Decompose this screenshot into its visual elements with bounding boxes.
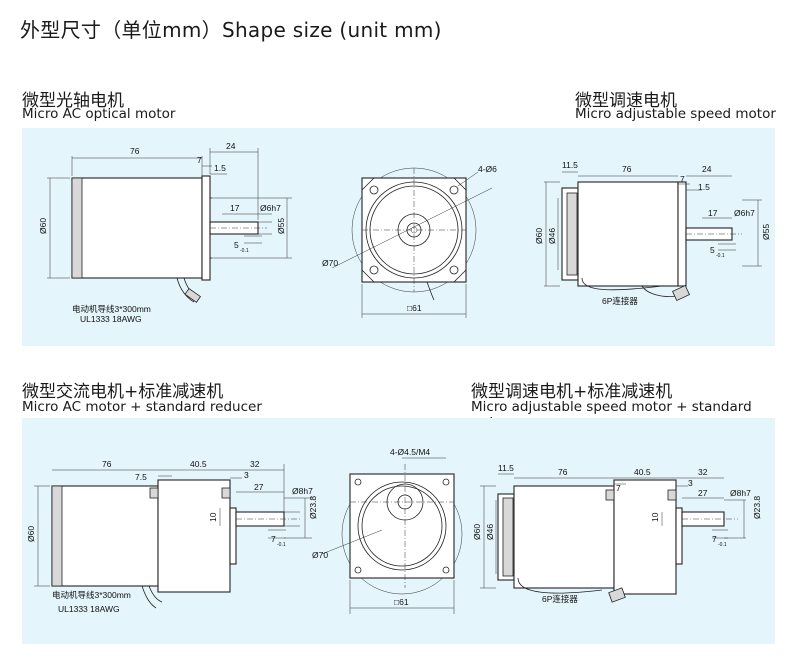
adjr-dim-7: 7	[616, 483, 621, 493]
acr-dim-32: 32	[250, 459, 260, 469]
adjustable-motor-title-cn: 微型调速电机	[575, 91, 677, 111]
top-drawing-panel: 76 24 7 1.5 17 Ø6h7 Ø60 Ø55 5 -0.1 电动机导线…	[22, 128, 775, 346]
dim-76: 76	[130, 146, 140, 156]
adjr-dim-7b: 7	[712, 534, 717, 544]
acr-dim-d23-8: Ø23.8	[308, 496, 318, 519]
optical-motor-title-en: Micro AC optical motor	[22, 106, 176, 122]
adj-dim-d46: Ø46	[547, 228, 557, 244]
cable-spec-1: 电动机导线3*300mm	[72, 304, 151, 314]
page-title: 外型尺寸（单位mm）Shape size (unit mm)	[20, 18, 442, 42]
adjr-dim-76: 76	[558, 467, 568, 477]
adj-dim-11-5: 11.5	[562, 160, 578, 170]
adj-reducer-side-view: 11.5 76 7 40.5 32 3 27 Ø8h7 Ø23.8 Ø60 Ø4…	[472, 463, 762, 604]
adjr-dim-27: 27	[698, 488, 708, 498]
adjr-dim-d46: Ø46	[485, 524, 495, 540]
adjr-connector: 6P连接器	[542, 594, 578, 604]
adjr-dim-d60: Ø60	[472, 524, 482, 540]
adjr-dim-tol: -0.1	[718, 542, 727, 548]
ac-reducer-side-view: 76 7.5 40.5 32 3 27 Ø8h7 Ø23.8 Ø60 10 7 …	[26, 459, 318, 614]
optical-motor-title-cn: 微型光轴电机	[22, 91, 124, 111]
ac-reducer-title-en: Micro AC motor + standard reducer	[22, 399, 262, 415]
adj-dim-7: 7	[680, 174, 685, 184]
adj-dim-76: 76	[622, 164, 632, 174]
flange-front-view-1: 4-Ø6 Ø70 □61	[322, 164, 497, 318]
adjr-dim-d23-8: Ø23.8	[752, 496, 762, 519]
dim-d60: Ø60	[38, 218, 48, 234]
flange2-holes: 4-Ø4.5/M4	[390, 447, 430, 457]
dim-17: 17	[230, 203, 240, 213]
acr-dim-d8h7: Ø8h7	[292, 486, 313, 496]
adj-dim-24: 24	[702, 164, 712, 174]
flange2-sq61: □61	[394, 597, 409, 607]
flange1-sq61: □61	[407, 303, 422, 313]
flange1-d70: Ø70	[322, 258, 338, 268]
flange1-holes: 4-Ø6	[478, 164, 497, 174]
adj-dim-d60: Ø60	[534, 228, 544, 244]
acr-dim-d60: Ø60	[26, 526, 36, 542]
acr-dim-7: 7	[271, 534, 276, 544]
dim-7: 7	[197, 155, 202, 165]
optical-motor-side-view: 76 24 7 1.5 17 Ø6h7 Ø60 Ø55 5 -0.1 电动机导线…	[38, 141, 292, 324]
adj-dim-shaft: Ø6h7	[734, 208, 755, 218]
dim-tol: -0.1	[240, 248, 249, 254]
adjustable-motor-title-en: Micro adjustable speed motor	[575, 106, 776, 122]
adj-dim-d55: Ø55	[761, 224, 771, 240]
ac-reducer-title-cn: 微型交流电机+标准减速机	[22, 382, 224, 402]
acr-dim-7-5: 7.5	[135, 472, 147, 482]
adj-dim-1-5: 1.5	[698, 182, 710, 192]
adj-dim-17: 17	[708, 208, 718, 218]
adj-dim-5: 5	[710, 245, 715, 255]
dim-d55: Ø55	[276, 218, 286, 234]
adj-reducer-title-cn: 微型调速电机+标准减速机	[471, 382, 673, 402]
adjustable-motor-side-view: 11.5 76 24 7 1.5 17 Ø6h7 Ø60 Ø46 Ø55 5 -…	[534, 160, 771, 306]
adjr-dim-10: 10	[650, 512, 660, 522]
acr-dim-3: 3	[244, 470, 249, 480]
bottom-drawing-panel: 76 7.5 40.5 32 3 27 Ø8h7 Ø23.8 Ø60 10 7 …	[22, 418, 775, 644]
dim-5: 5	[234, 240, 239, 250]
dim-1-5: 1.5	[214, 163, 226, 173]
adjr-dim-40-5: 40.5	[634, 467, 651, 477]
adjr-dim-32: 32	[698, 467, 708, 477]
acr-dim-tol: -0.1	[277, 542, 286, 548]
cable-spec-2: UL1333 18AWG	[80, 314, 142, 324]
adjr-dim-d8h7: Ø8h7	[730, 488, 751, 498]
adj-connector: 6P连接器	[602, 296, 638, 306]
dim-24: 24	[226, 141, 236, 151]
acr-dim-40-5: 40.5	[190, 459, 207, 469]
acr-dim-76: 76	[102, 459, 112, 469]
acr-dim-10: 10	[208, 512, 218, 522]
flange-front-view-2: 4-Ø4.5/M4 Ø70 □61	[312, 447, 463, 614]
adjr-dim-11-5: 11.5	[498, 463, 514, 473]
acr-cable-1: 电动机导线3*300mm	[52, 590, 131, 600]
dim-shaft-dia: Ø6h7	[260, 203, 281, 213]
adjr-dim-3: 3	[688, 478, 693, 488]
acr-cable-2: UL1333 18AWG	[58, 604, 120, 614]
flange2-d70: Ø70	[312, 550, 328, 560]
acr-dim-27: 27	[254, 482, 264, 492]
adj-dim-tol: -0.1	[716, 253, 725, 259]
